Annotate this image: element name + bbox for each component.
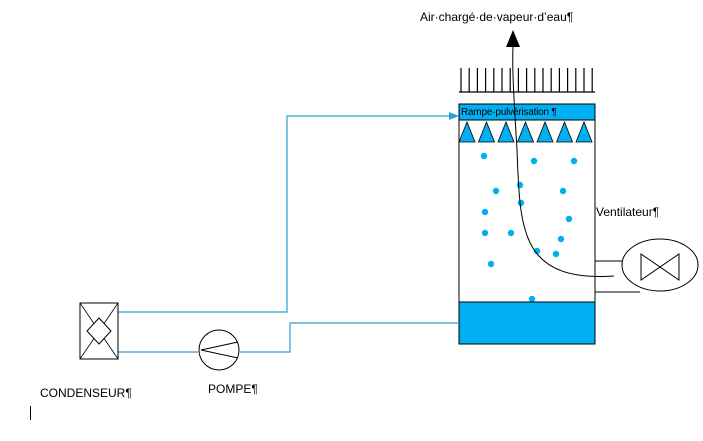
condenser-diamond-icon <box>79 302 119 360</box>
pump-icon <box>198 329 240 371</box>
droplet <box>517 199 525 207</box>
droplet <box>507 229 515 237</box>
piping <box>118 115 459 353</box>
arrow-head-icon <box>506 30 520 47</box>
pipe-arrow-icon <box>449 112 459 120</box>
condenser-label: CONDENSEUR¶ <box>40 386 132 400</box>
droplet <box>533 247 541 255</box>
nozzle-triangle-icon <box>477 120 496 143</box>
droplet <box>481 229 489 237</box>
droplet <box>528 295 536 303</box>
droplet <box>570 157 578 165</box>
air-outlet-label: Air·chargé·de·vapeur·d’eau¶ <box>420 10 574 24</box>
nozzle-triangle-icon <box>575 120 593 143</box>
nozzle-row <box>458 120 593 143</box>
spray-bar <box>458 103 596 121</box>
nozzle-triangle-icon <box>536 120 554 143</box>
fan-icon <box>621 238 699 292</box>
nozzle-triangle-icon <box>458 120 476 143</box>
droplet <box>480 152 488 160</box>
droplet <box>487 260 495 268</box>
droplet <box>559 187 567 195</box>
water-basin <box>458 301 596 345</box>
air-duct <box>595 260 640 293</box>
droplet <box>516 181 524 189</box>
droplet <box>557 235 565 243</box>
droplet <box>481 208 489 216</box>
nozzle-triangle-icon <box>497 120 515 143</box>
spray-bar-label: Rampe·pulvérisation ¶ <box>461 107 557 118</box>
droplet <box>492 187 500 195</box>
droplet <box>565 215 573 223</box>
nozzle-triangle-icon <box>516 120 535 143</box>
droplet <box>552 250 560 258</box>
water-droplets <box>480 152 578 303</box>
outlet-grille <box>459 68 595 93</box>
droplet <box>530 157 538 165</box>
air-flow-arrow <box>512 45 615 277</box>
text-cursor <box>30 406 31 420</box>
fan-label: Ventilateur¶ <box>596 205 660 219</box>
nozzle-triangle-icon <box>555 120 574 143</box>
pump-label: POMPE¶ <box>208 382 258 396</box>
